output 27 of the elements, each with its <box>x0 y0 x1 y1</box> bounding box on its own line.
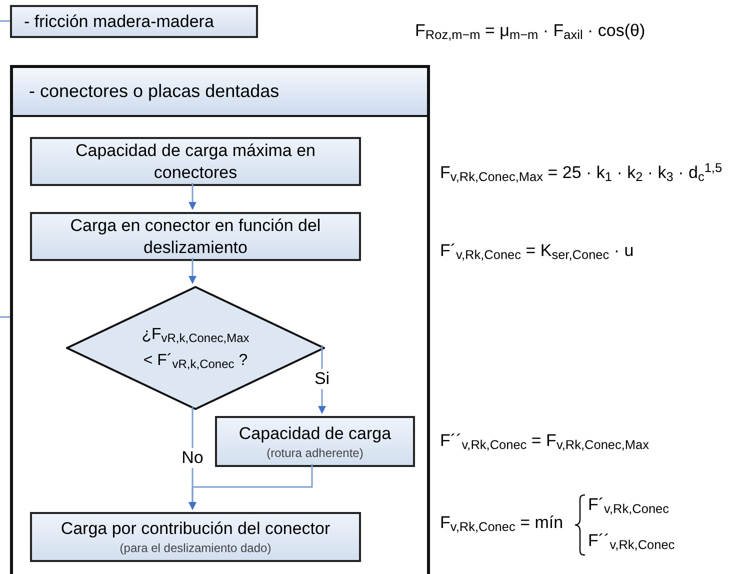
arrow <box>188 464 313 510</box>
box-text: - fricción madera-madera <box>23 10 215 32</box>
formula: F$_{v,Rk,Conec}$ = mín <box>440 512 564 534</box>
box-subtext: (rotura adherente) <box>266 444 364 460</box>
connector-line <box>0 20 10 22</box>
connector-line <box>0 316 10 318</box>
process-box <box>30 137 361 186</box>
arrow <box>188 183 196 210</box>
group-panel <box>10 65 430 574</box>
box-text: Capacidad de carga máxima en conectores <box>74 140 317 184</box>
box-text: Capacidad de carga <box>238 422 392 444</box>
process-box <box>30 212 361 261</box>
arrow <box>188 258 196 284</box>
formula: F´´$_{v,Rk,Conec}$ <box>588 530 675 552</box>
panel-heading: - conectores o placas dentadas <box>29 80 280 103</box>
decision-text: ¿F$_{vR,k,Conec,Max}$ < F´$_{vR,k,Conec}$ ? <box>140 325 250 373</box>
arrow <box>318 345 326 414</box>
formula: F´´$_{v,Rk,Conec}$ = F$_{v,Rk,Conec,Max}$ <box>440 430 650 452</box>
box-text: Carga en conector en función del deslizamiento <box>69 214 322 258</box>
process-box <box>215 416 415 467</box>
formula: F´$_{v,Rk,Conec}$ = K$_{ser,Conec}$ · u <box>440 240 634 262</box>
process-box <box>10 5 258 38</box>
box-text: Carga por contribución del conector <box>60 518 332 540</box>
formula: F$_{Roz,m−m}$ = μ$_{m−m}$ · F$_{axil}$ · cos(θ) <box>415 20 646 42</box>
formula: F´$_{v,Rk,Conec}$ <box>588 494 669 516</box>
process-box <box>30 512 361 562</box>
box-subtext: (para el deslizamiento dado) <box>120 540 272 556</box>
